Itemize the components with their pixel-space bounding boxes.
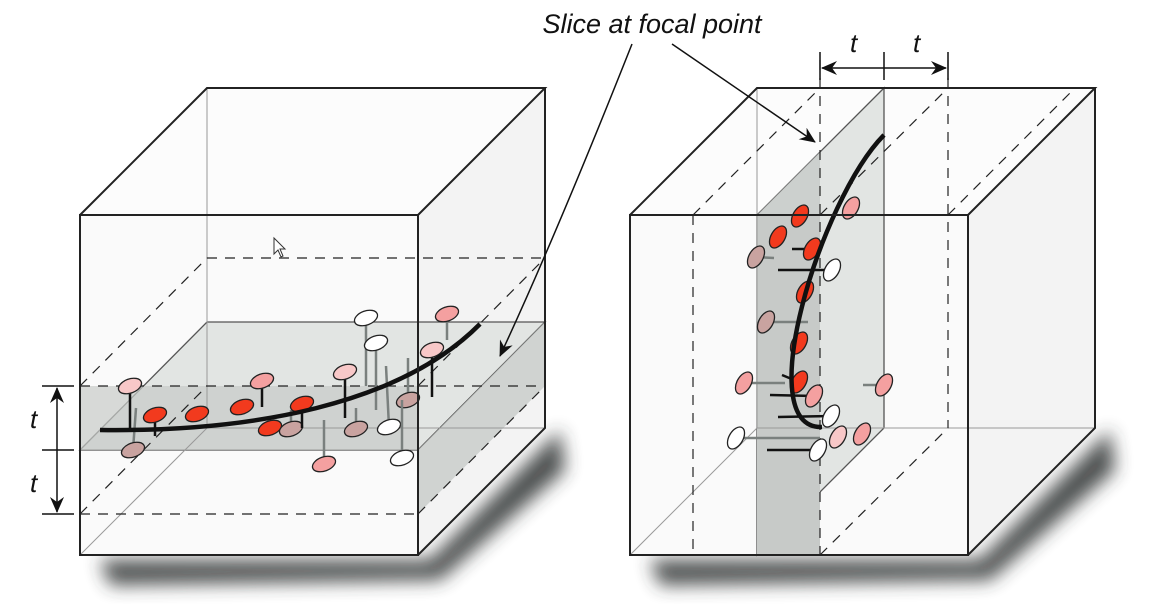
marker-red	[142, 406, 168, 424]
callout-arrow-right	[671, 43, 816, 143]
marker-pink	[874, 373, 894, 397]
right-slab-bounds	[692, 60, 1076, 556]
marker-pink	[249, 372, 275, 390]
left-cube-top-face	[80, 88, 545, 215]
marker-red	[229, 398, 255, 416]
mouse-cursor-icon	[273, 236, 287, 258]
marker-stem	[777, 414, 832, 419]
right-cube: t t	[629, 28, 1115, 585]
left-focal-curve	[99, 322, 482, 433]
marker-white	[389, 449, 415, 467]
marker-white	[822, 258, 842, 282]
marker-pink	[311, 455, 337, 473]
marker-pink	[804, 384, 824, 408]
marker-white	[821, 404, 841, 428]
left-cube-shadow	[100, 430, 565, 585]
marker-muted	[343, 420, 369, 438]
right-focal-curve	[789, 133, 886, 430]
right-slab-top	[757, 88, 884, 215]
marker-white	[808, 438, 828, 462]
marker-white	[726, 426, 746, 450]
right-cube-shadow	[650, 430, 1115, 585]
marker-light_pink	[117, 377, 143, 395]
right-cube-side-face	[968, 88, 1095, 555]
marker-pink	[434, 305, 460, 323]
marker-muted	[120, 441, 146, 459]
left-slab-bounds	[79, 257, 546, 515]
marker-muted	[746, 245, 766, 269]
marker-white	[363, 334, 389, 352]
left-t-upper-label: t	[30, 404, 39, 434]
left-slab-side	[418, 322, 545, 514]
callout-label: Slice at focal point	[542, 9, 763, 39]
left-thickness-dimension	[42, 385, 74, 515]
right-t-left-label: t	[850, 28, 859, 58]
marker-red	[257, 419, 283, 437]
right-t-right-label: t	[913, 28, 922, 58]
left-t-lower-label: t	[30, 468, 39, 498]
marker-light_pink	[419, 341, 445, 359]
marker-stem	[384, 365, 391, 428]
marker-light_pink	[828, 425, 848, 449]
marker-red	[768, 225, 788, 249]
marker-light_pink	[332, 363, 358, 381]
right-slab-front	[757, 215, 820, 555]
marker-pink	[841, 196, 861, 220]
right-thickness-dimension	[819, 52, 949, 80]
marker-white	[376, 418, 402, 436]
callout-arrow-left	[499, 43, 633, 357]
marker-red	[184, 405, 210, 423]
marker-pink	[734, 371, 754, 395]
marker-white	[353, 309, 379, 327]
marker-muted	[756, 310, 776, 334]
marker-pink	[852, 422, 872, 446]
left-cube: t t	[30, 87, 565, 585]
